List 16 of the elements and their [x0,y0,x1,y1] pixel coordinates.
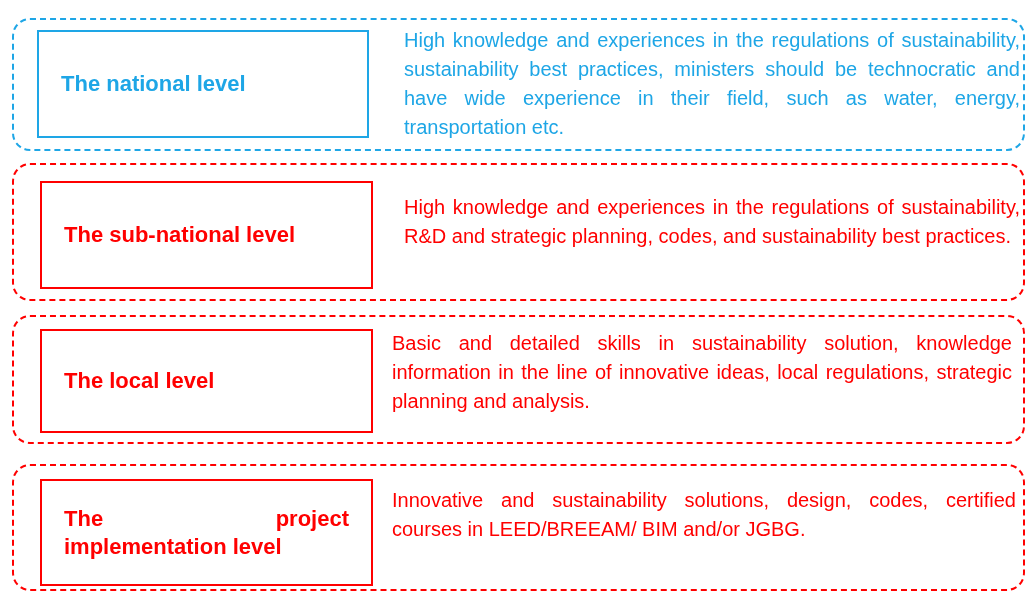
dashed-panel [12,163,1025,301]
level-title: The sub-national level [64,221,297,249]
level-box [40,329,373,433]
level-box [37,30,369,138]
level-box [40,181,373,289]
description-text: High knowledge and experiences in the regulations of sustainability, sustainability best practices, ministers should be technocratic and have wide experience in their field, such as water, energy, transportation etc. [404,28,1020,140]
description-text: Innovative and sustainability solutions, design, codes, certified courses in LEED/BREEAM/ BIM and/or JGBG. [392,488,1016,542]
level-box [40,479,373,586]
description-text: Basic and detailed skills in sustainability solution, knowledge information in the line of innovative ideas, local regulations, strategic planning and analysis. [392,331,1012,414]
description-text: High knowledge and experiences in the regulations of sustainability, R&D and strategic planning, codes, and sustainability best practices. [404,195,1020,249]
dashed-panel [12,18,1025,151]
dashed-panel [12,464,1025,591]
dashed-panel [12,315,1025,444]
level-title: The national level [61,70,247,98]
level-title: The local level [64,367,216,395]
level-title: The project implementation level [64,504,349,561]
